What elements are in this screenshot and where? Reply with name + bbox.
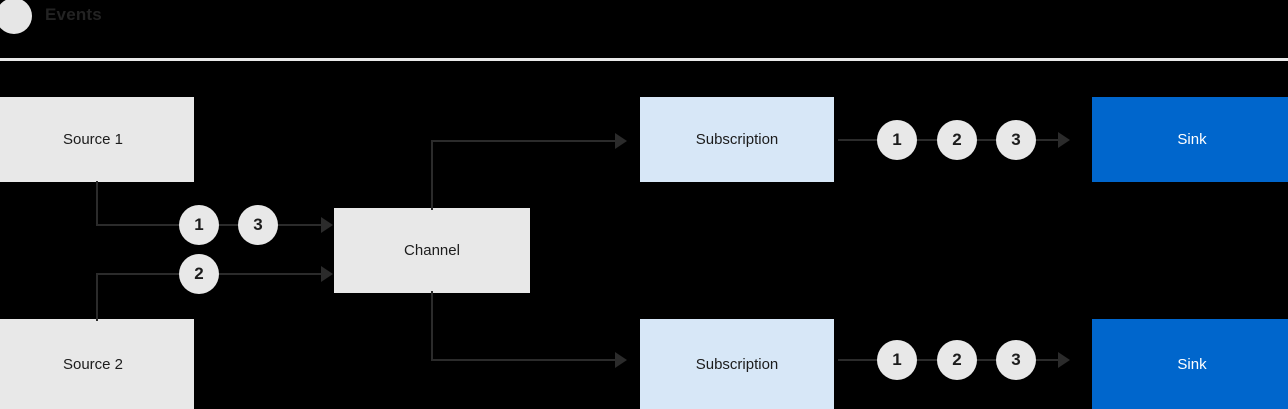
node-source-2[interactable]: Source 2 <box>0 319 194 409</box>
event-circle-egress-bottom-2-label: 2 <box>952 350 962 369</box>
event-circle-egress-bottom-1-label: 1 <box>892 350 902 369</box>
arrowhead-source1-to-channel <box>321 217 333 233</box>
event-circle-egress-top-2-label: 2 <box>952 130 962 149</box>
events-status-icon <box>0 0 32 34</box>
node-source-2-label: Source 2 <box>62 355 124 373</box>
event-circle-egress-bottom-3: 3 <box>996 340 1036 380</box>
event-circle-ingress-1: 1 <box>179 205 219 245</box>
node-source-1[interactable]: Source 1 <box>0 97 194 182</box>
arrowhead-channel-to-subscription-bottom <box>615 352 627 368</box>
event-circle-egress-bottom-2: 2 <box>937 340 977 380</box>
header-divider <box>0 58 1288 61</box>
events-title: Events <box>45 5 102 24</box>
event-circle-egress-bottom-3-label: 3 <box>1011 350 1021 369</box>
arrowhead-source2-to-channel <box>321 266 333 282</box>
connector-source2-vertical <box>96 275 98 321</box>
node-sink-bottom-label: Sink <box>1177 355 1207 373</box>
arrowhead-channel-to-subscription-top <box>615 133 627 149</box>
event-circle-egress-top-3-label: 3 <box>1011 130 1021 149</box>
event-circle-ingress-3-label: 3 <box>253 215 263 234</box>
connector-channel-top-horizontal <box>431 140 618 142</box>
node-sink-bottom[interactable]: Sink <box>1092 319 1288 409</box>
event-circle-egress-top-3: 3 <box>996 120 1036 160</box>
connector-channel-bottom-horizontal <box>431 359 618 361</box>
event-circle-egress-top-1: 1 <box>877 120 917 160</box>
node-source-1-label: Source 1 <box>62 131 124 148</box>
event-circle-ingress-2-label: 2 <box>194 264 204 283</box>
event-circle-ingress-1-label: 1 <box>194 215 204 234</box>
arrowhead-subscription-bottom-to-sink <box>1058 352 1070 368</box>
node-subscription-bottom[interactable]: Subscription <box>640 319 834 409</box>
node-channel-label: Channel <box>404 242 460 259</box>
node-subscription-top[interactable]: Subscription <box>640 97 834 182</box>
node-sink-top[interactable]: Sink <box>1092 97 1288 182</box>
connector-channel-bottom-vertical <box>431 291 433 361</box>
node-channel[interactable]: Channel <box>334 208 530 293</box>
event-circle-ingress-2: 2 <box>179 254 219 294</box>
connector-source1-vertical <box>96 181 98 226</box>
node-subscription-top-label: Subscription <box>695 131 779 148</box>
event-circle-egress-top-2: 2 <box>937 120 977 160</box>
event-circle-egress-bottom-1: 1 <box>877 340 917 380</box>
node-subscription-bottom-label: Subscription <box>695 355 779 373</box>
node-sink-top-label: Sink <box>1177 131 1207 148</box>
arrowhead-subscription-top-to-sink <box>1058 132 1070 148</box>
connector-channel-top-vertical <box>431 142 433 210</box>
event-circle-ingress-3: 3 <box>238 205 278 245</box>
event-circle-egress-top-1-label: 1 <box>892 130 902 149</box>
